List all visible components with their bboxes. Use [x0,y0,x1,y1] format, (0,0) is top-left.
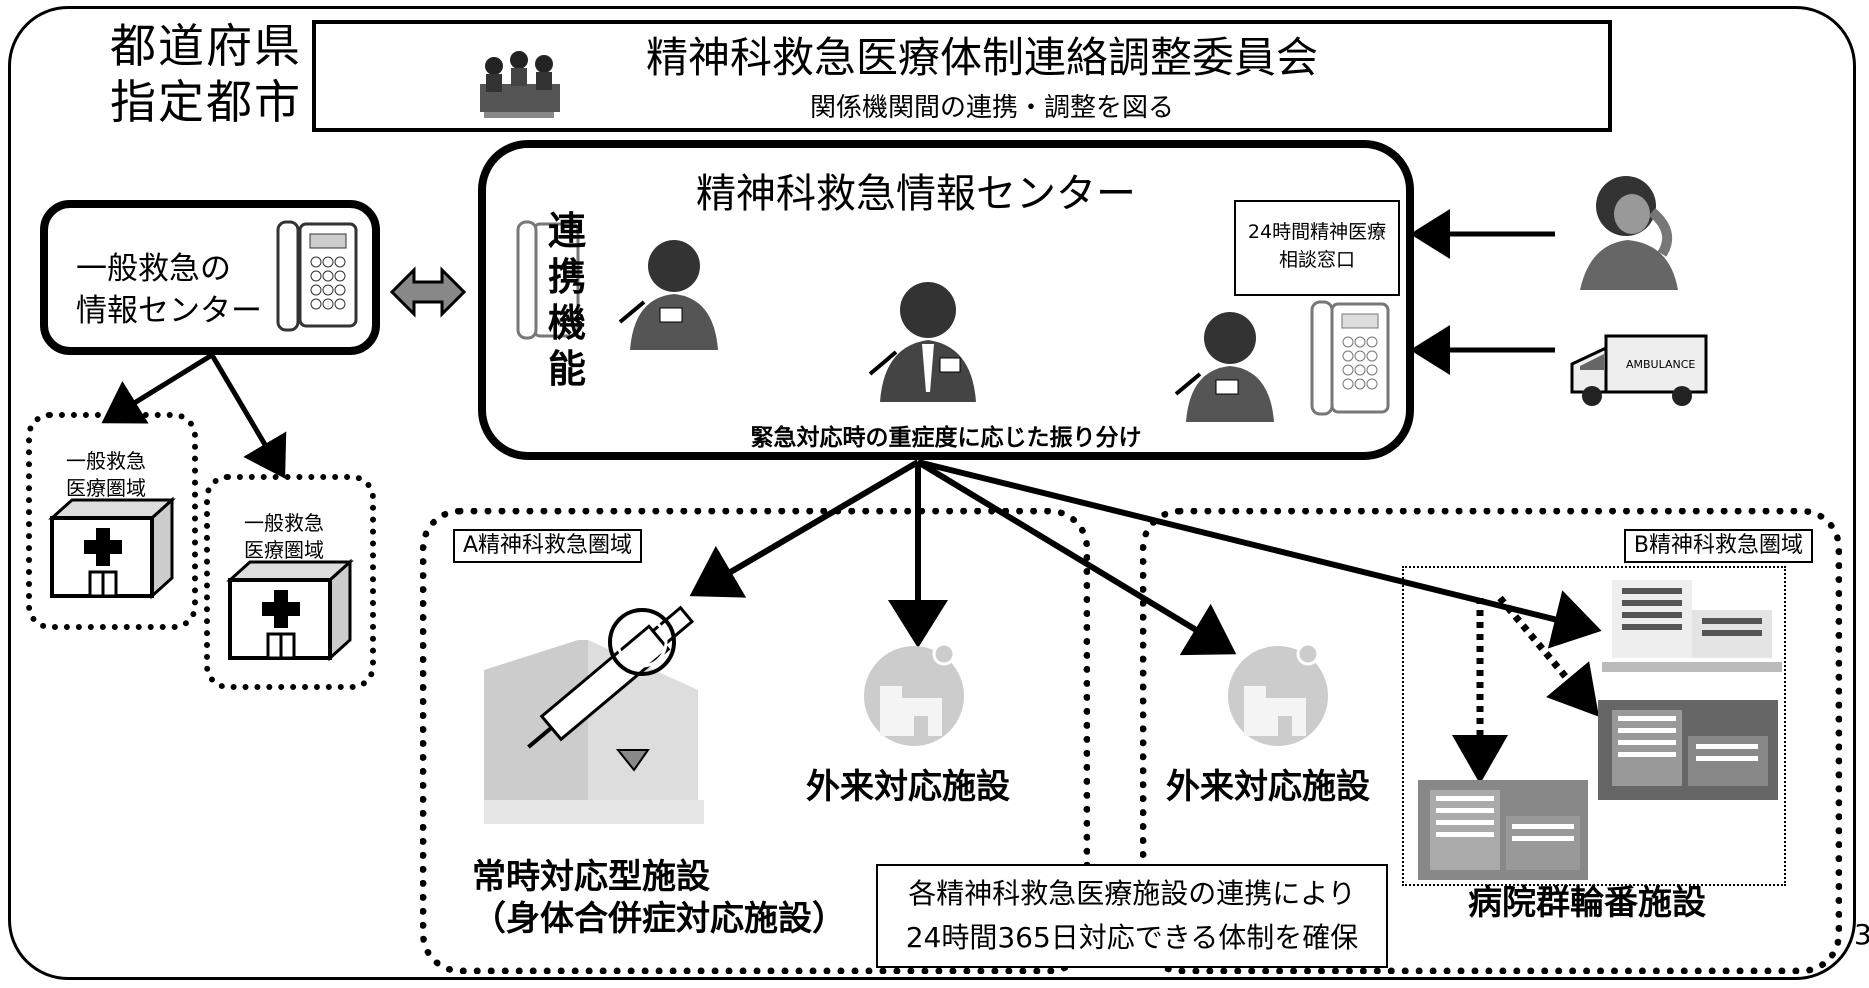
outpatient-facility-icon [1228,642,1328,746]
outer-frame [8,6,1856,980]
region-label-line1: 都道府県 [110,19,302,73]
vertical-char-4: 能 [547,347,586,391]
page-number: 3 [1854,918,1869,951]
vertical-char-3: 機 [547,301,586,345]
center-title: 精神科救急情報センター [696,171,1136,217]
note-line2: 24時間365日対応できる体制を確保 [905,921,1359,954]
arrow-center-outB [916,459,1237,656]
hotline-box: 24時間精神医療 相談窓口 [1234,200,1400,296]
general-area-1: 一般救急 医療圏域 [26,412,198,630]
general-center-line1: 一般救急の [76,251,231,287]
acute-facility-icon [484,605,704,824]
triage-text: 緊急対応時の重症度に応じた振り分け [750,425,1142,451]
vertical-label: 連 携 機 能 [542,208,592,392]
general-area-1-label: 一般救急 医療圏域 [66,448,146,502]
main-facility-line2: （身体合併症対応施設） [472,899,846,939]
area-b-tag: B精神科救急圏域 [1623,529,1813,563]
telephone-icon [516,220,580,340]
committee-subtitle: 関係機関間の連携・調整を図る [809,93,1174,123]
distressed-person-icon [1580,176,1678,290]
hotline-line2: 相談窓口 [1278,249,1355,271]
note-box: 各精神科救急医療施設の連携により 24時間365日対応できる体制を確保 [876,864,1388,968]
vertical-char-2: 携 [547,255,586,299]
ambulance-icon: AMBULANCE [1570,334,1708,406]
general-area-1-line2: 医療圏域 [66,476,146,500]
main-facility-label: 常時対応型施設 （身体合併症対応施設） [472,856,846,940]
outpatient-b-label: 外来対応施設 [1166,767,1370,807]
outpatient-a-label: 外来対応施設 [806,767,1010,807]
area-b: B精神科救急圏域 [1140,508,1842,974]
general-area-2-line2: 医療圏域 [244,538,324,562]
general-area-2-line1: 一般救急 [244,511,324,535]
hospital-building-icon [1598,700,1778,800]
general-center-line2: 情報センター [76,293,262,329]
main-facility-line1: 常時対応型施設 [472,857,710,897]
region-label: 都道府県 指定都市 [110,18,302,130]
general-area-2-label: 一般救急 医療圏域 [244,510,324,564]
operator-icon [868,282,976,402]
general-info-center: 一般救急の 情報センター [40,200,380,355]
general-center-label: 一般救急の 情報センター [76,248,262,332]
area-a-tag: A精神科救急圏域 [453,529,643,563]
region-label-line2: 指定都市 [110,75,302,129]
general-area-2: 一般救急 医療圏域 [204,474,376,690]
general-area-1-line1: 一般救急 [66,449,146,473]
note-line1: 各精神科救急医療施設の連携により [908,877,1356,910]
hospital-building-icon [1602,580,1782,672]
committee-box: 精神科救急医療体制連絡調整委員会 関係機関間の連携・調整を図る [312,20,1612,132]
telephone-icon [276,220,358,332]
psychiatric-info-center: 精神科救急情報センター 連 携 機 能 [478,140,1414,460]
hospital-icon [226,558,354,662]
telephone-icon [1310,300,1390,416]
outpatient-facility-icon [864,642,964,746]
ambulance-text: AMBULANCE [1626,358,1695,371]
area-a: A精神科救急圏域 [420,508,1090,974]
rotation-facility-label: 病院群輪番施設 [1468,883,1706,923]
hospital-building-icon [1418,780,1588,880]
rotation-group-box [1402,566,1786,886]
arrow-general-area2 [209,353,287,479]
arrow-general-area1 [101,352,214,424]
meeting-icon [480,51,560,118]
operator-icon [618,240,718,350]
hospital-icon [48,496,176,600]
hotline-line1: 24時間精神医療 [1247,221,1387,243]
double-arrow [389,266,467,318]
arrow-center-main [689,459,920,598]
committee-title: 精神科救急医療体制連絡調整委員会 [645,33,1318,82]
operator-icon [1174,312,1274,422]
vertical-char-1: 連 [547,209,586,253]
